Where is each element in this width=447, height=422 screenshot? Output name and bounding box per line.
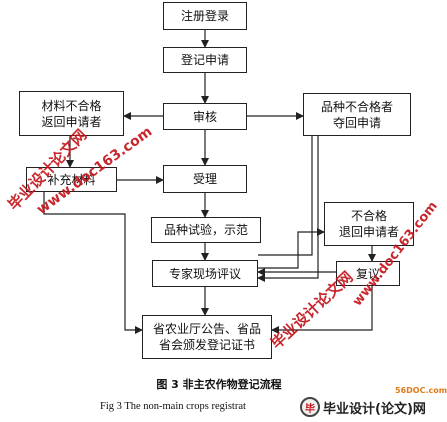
step-review: 审核	[163, 103, 247, 130]
step-unqualified: 不合格 退回申请者	[324, 202, 414, 246]
figure-caption-cn: 图 3 非主农作物登记流程	[156, 378, 282, 391]
logo-text: 毕业设计(论文)网	[323, 401, 426, 417]
line-variety-reject-down-2	[257, 136, 319, 282]
step-expert-review: 专家现场评议	[152, 260, 258, 287]
connector-lines	[43, 30, 376, 334]
step-variety-reject: 品种不合格者 夺回申请	[303, 93, 411, 136]
step-supplement: 补充材料	[26, 167, 117, 192]
arrow-supplement-to-announce	[43, 192, 143, 334]
figure-caption-en: Fig 3 The non-main crops registrat	[100, 401, 246, 412]
site-logo: 毕 毕业设计(论文)网	[300, 396, 426, 418]
arrow-expert-to-unqualified	[257, 228, 325, 269]
step-register: 注册登录	[163, 2, 247, 30]
logo-mark-icon: 毕	[300, 397, 320, 417]
site-label: 56DOC.com	[395, 386, 447, 395]
flowchart: 注册登录 登记申请 审核 材料不合格 返回申请者 补充材料 品种不合格者 夺回申…	[4, 2, 441, 359]
step-apply: 登记申请	[163, 47, 247, 73]
arrow-reexamine-to-announce	[271, 286, 373, 334]
line-variety-reject-down-1	[258, 136, 313, 256]
step-reexamine: 复议	[336, 261, 400, 286]
step-announce: 省农业厅公告、省品 省会颁发登记证书	[142, 315, 272, 359]
step-trial: 品种试验，示范	[151, 217, 261, 243]
step-accept: 受理	[163, 165, 247, 193]
step-material-reject: 材料不合格 返回申请者	[19, 91, 124, 136]
